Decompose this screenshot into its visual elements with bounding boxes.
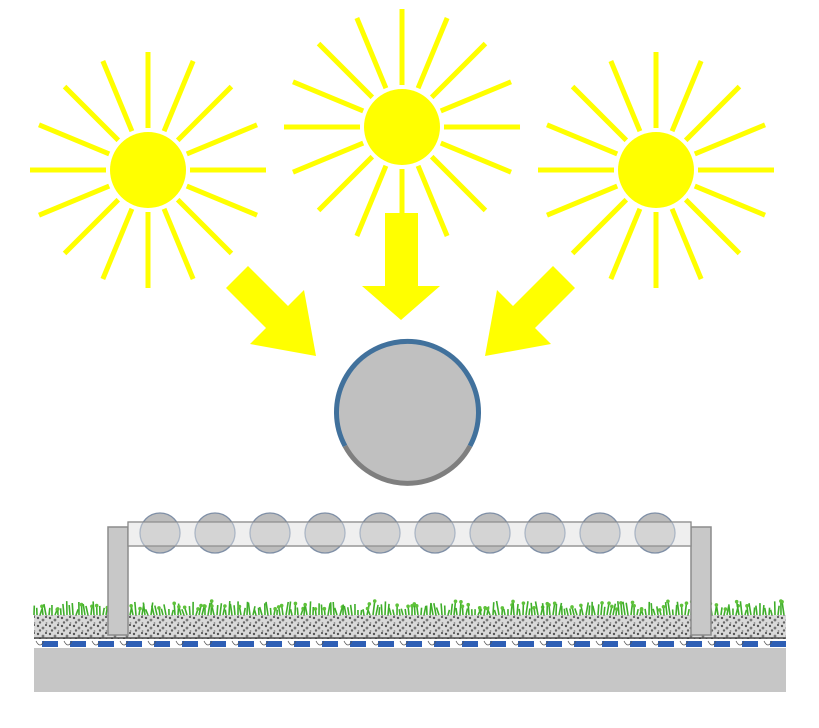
gravel-layer xyxy=(34,615,786,639)
support-left xyxy=(107,526,129,636)
sunlight-arrow-center-icon xyxy=(362,213,440,320)
sun-center-icon xyxy=(284,9,520,245)
support-right xyxy=(690,526,712,636)
ground-base xyxy=(34,648,786,692)
sunlight-arrow-right-icon xyxy=(485,266,575,356)
absorber-pipe-9 xyxy=(579,512,621,554)
absorber-pipe-1 xyxy=(139,512,181,554)
sun-right-icon xyxy=(538,52,774,288)
absorber-pipe-3 xyxy=(249,512,291,554)
suns-group xyxy=(30,9,774,288)
absorber-pipe-4 xyxy=(304,512,346,554)
absorber-pipe-6 xyxy=(414,512,456,554)
absorber-pipe-10 xyxy=(634,512,676,554)
sunlight-arrow-left-icon xyxy=(226,266,316,356)
absorber-frame-overlay xyxy=(127,521,692,547)
absorber-pipe-icon xyxy=(334,338,481,486)
grass-layer xyxy=(33,599,785,616)
absorber-pipe-2 xyxy=(194,512,236,554)
drainage-layer xyxy=(34,638,786,648)
absorber-pipe-7 xyxy=(469,512,511,554)
absorber-pipe-row xyxy=(139,512,676,554)
absorber-pipe-8 xyxy=(524,512,566,554)
sun-left-icon xyxy=(30,52,266,288)
absorber-pipe-5 xyxy=(359,512,401,554)
